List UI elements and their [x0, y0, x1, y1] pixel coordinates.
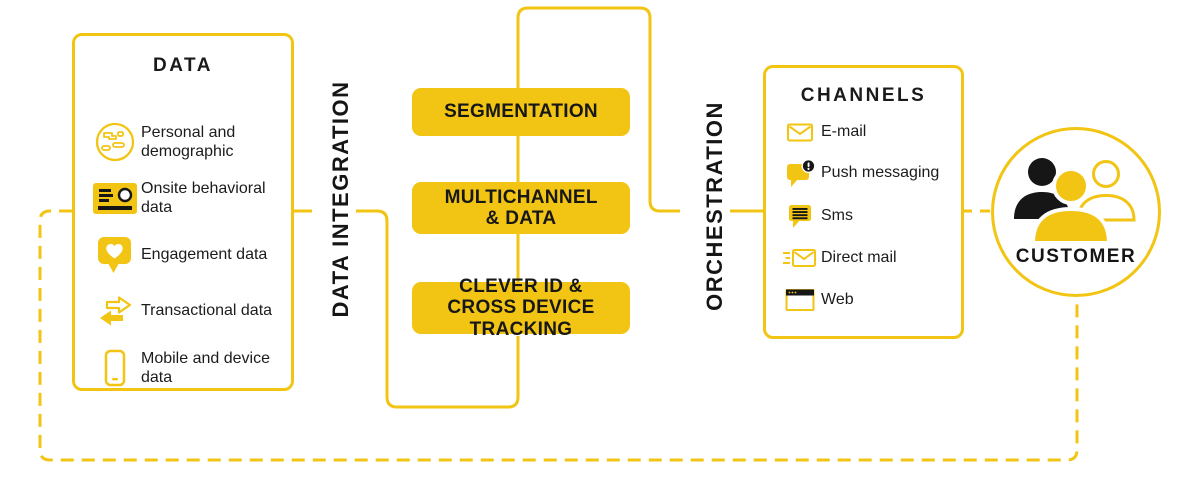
list-item-label: E-mail	[821, 123, 867, 141]
transfer-arrows-icon	[89, 293, 141, 329]
list-item-label: Push messaging	[821, 164, 940, 182]
list-item-push-messaging: Push messaging	[779, 158, 939, 188]
people-group-icon	[1011, 155, 1143, 249]
list-item-label: Onsite behavioral data	[141, 179, 266, 216]
list-item-label: Transactional data	[141, 302, 273, 320]
list-item-mobile-device: Mobile and device data	[89, 344, 273, 392]
list-item-label: Direct mail	[821, 249, 897, 267]
globe-icon	[89, 120, 141, 164]
list-item-web: Web	[779, 286, 854, 314]
list-item-personal-demographic: Personal and demographic	[89, 118, 273, 166]
smartphone-icon	[89, 349, 141, 387]
feedback-loop-dashed	[38, 209, 1079, 462]
data-box-title: DATA	[153, 55, 213, 76]
push-message-icon	[779, 158, 821, 188]
sms-bubble-icon	[779, 203, 821, 230]
onsite-card-icon	[89, 182, 141, 215]
line-segmentation-to-orchestration	[516, 6, 680, 213]
data-integration-label: DATA INTEGRATION	[328, 80, 353, 318]
orchestration-label: ORCHESTRATION	[702, 101, 727, 311]
list-item-engagement: Engagement data	[89, 232, 273, 278]
channels-box: CHANNELS E-mail Push messaging	[763, 65, 964, 339]
list-item-direct-mail: Direct mail	[779, 244, 897, 272]
customer-label: CUSTOMER	[1015, 246, 1137, 267]
list-item-onsite-behavioral: Onsite behavioral data	[89, 176, 273, 220]
multichannel-data-button: MULTICHANNEL & DATA	[412, 182, 630, 234]
list-item-label: Mobile and device data	[141, 349, 270, 386]
line-integration-to-clever	[356, 209, 520, 409]
segmentation-button: SEGMENTATION	[412, 88, 630, 136]
list-item-label: Web	[821, 291, 854, 309]
list-item-label: Engagement data	[141, 246, 268, 264]
list-item-label: Personal and demographic	[141, 123, 236, 160]
customer-node: CUSTOMER	[991, 127, 1161, 297]
list-item-label: Sms	[821, 207, 853, 225]
channels-box-title: CHANNELS	[800, 85, 927, 106]
list-item-transactional: Transactional data	[89, 288, 273, 334]
email-icon	[779, 122, 821, 143]
web-browser-icon	[779, 287, 821, 313]
data-box: DATA Personal and demographic Onsi	[72, 33, 294, 391]
clever-id-button: CLEVER ID & CROSS DEVICE TRACKING	[412, 276, 630, 340]
heart-bubble-icon	[89, 235, 141, 275]
direct-mail-icon	[779, 247, 821, 269]
list-item-email: E-mail	[779, 118, 866, 146]
list-item-sms: Sms	[779, 201, 853, 231]
